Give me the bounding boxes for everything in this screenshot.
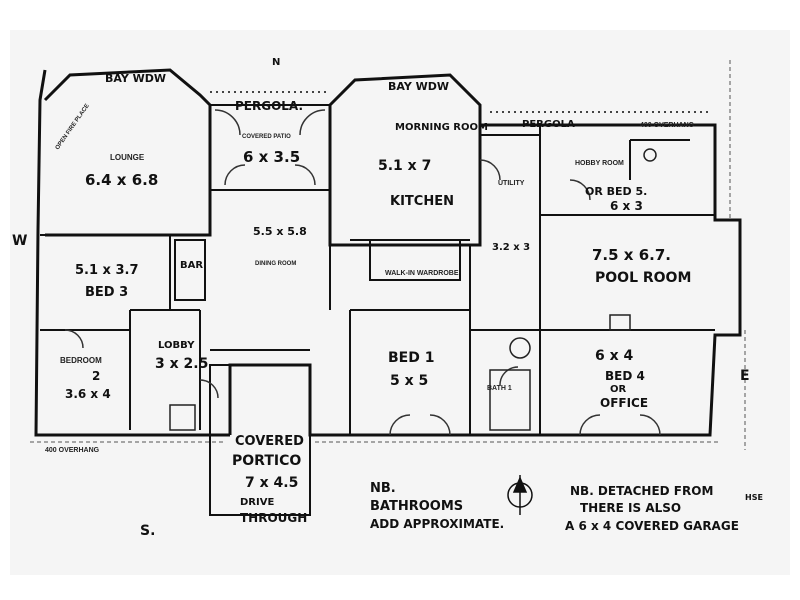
room-morning-room: MORNING ROOM <box>395 122 488 133</box>
label-pergola-right: PERGOLA <box>522 119 575 130</box>
room-hobby-size: 6 x 3 <box>610 199 643 213</box>
room-lobby: LOBBY <box>158 340 195 351</box>
room-lobby-size: 3 x 2.5 <box>155 356 208 372</box>
room-bed4-alt: OR <box>610 384 627 395</box>
room-covered-patio-size: 6 x 3.5 <box>243 148 300 166</box>
label-open-fireplace: OPEN FIRE PLACE <box>55 103 91 151</box>
room-portico-2: PORTICO <box>232 453 301 469</box>
label-bay-window-left: BAY WDW <box>105 72 166 85</box>
interior-walls <box>40 104 715 516</box>
room-portico-1: COVERED <box>235 434 304 449</box>
room-hobby: HOBBY ROOM <box>575 160 624 167</box>
note1-line1: NB. <box>370 481 396 496</box>
room-walkin: WALK-IN WARDROBE <box>385 270 459 277</box>
room-covered-patio: COVERED PATIO <box>242 134 291 140</box>
room-lounge-size: 6.4 x 6.8 <box>85 171 158 189</box>
floor-plan-sheet: BAY WDW BAY WDW PERGOLA. PERGOLA 400 OVE… <box>10 30 790 575</box>
room-bed3: BED 3 <box>85 285 128 300</box>
pergola-dots <box>210 91 710 113</box>
room-bedroom2-size: 3.6 x 4 <box>65 387 111 401</box>
room-pool-size: 7.5 x 6.7. <box>592 246 671 264</box>
room-bath: BATH 1 <box>487 385 512 392</box>
room-bed4-office: OFFICE <box>600 396 648 410</box>
note2-hse: HSE <box>745 493 763 502</box>
label-drive-2: THROUGH <box>240 511 307 525</box>
room-hobby-alt: OR BED 5. <box>585 185 647 198</box>
room-ensuite-size: 3.2 x 3 <box>492 242 530 253</box>
label-pergola-top: PERGOLA. <box>235 99 303 113</box>
room-kitchen: KITCHEN <box>390 194 454 209</box>
label-drive-1: DRIVE <box>240 497 274 508</box>
compass-west: W <box>12 233 27 249</box>
note2-line2: THERE IS ALSO <box>580 501 681 515</box>
overhang-lines <box>30 60 746 450</box>
room-portico-size: 7 x 4.5 <box>245 475 298 491</box>
label-overhang-bottom: 400 OVERHANG <box>45 447 100 454</box>
compass-east: E <box>740 368 750 384</box>
room-utility: UTILITY <box>498 180 525 187</box>
room-morning-room-size: 5.1 x 7 <box>378 158 431 174</box>
room-bed1: BED 1 <box>388 350 434 366</box>
window-arcs <box>64 109 661 436</box>
note2-line1: NB. DETACHED FROM <box>570 484 713 498</box>
note1-line3: ADD APPROXIMATE. <box>370 517 504 531</box>
room-bar: BAR <box>180 260 203 271</box>
room-bedroom2-num: 2 <box>92 369 100 383</box>
room-dining: DINING ROOM <box>255 261 296 267</box>
label-bay-window-right: BAY WDW <box>388 80 449 93</box>
compass-south: S. <box>140 523 155 539</box>
room-pool: POOL ROOM <box>595 270 691 286</box>
compass-north: N <box>272 57 280 68</box>
room-bed4: BED 4 <box>605 369 645 383</box>
floor-plan-drawing: BAY WDW BAY WDW PERGOLA. PERGOLA 400 OVE… <box>12 57 763 539</box>
note1-line2: BATHROOMS <box>370 499 463 514</box>
north-arrow <box>507 475 533 515</box>
room-bed4-size: 6 x 4 <box>595 348 634 364</box>
room-bed1-size: 5 x 5 <box>390 373 428 389</box>
note2-line3: A 6 x 4 COVERED GARAGE <box>565 519 739 533</box>
room-bedroom2: BEDROOM <box>60 356 102 365</box>
room-lounge: LOUNGE <box>110 153 145 162</box>
room-bed3-size: 5.1 x 3.7 <box>75 263 139 278</box>
label-overhang-top-right: 400 OVERHANG <box>640 122 695 129</box>
room-dining-size: 5.5 x 5.8 <box>253 225 307 238</box>
fixtures <box>169 148 657 431</box>
